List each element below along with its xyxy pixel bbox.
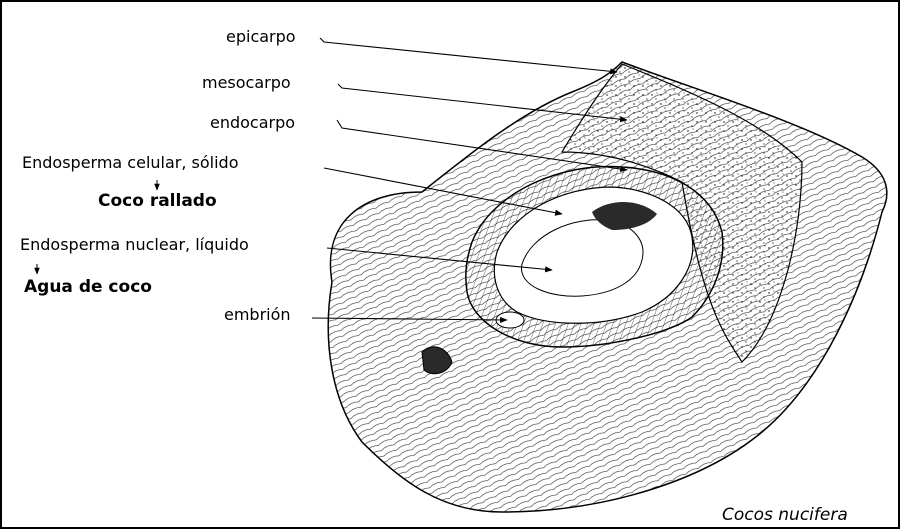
label-endocarpo: endocarpo (210, 114, 295, 132)
label-mesocarpo: mesocarpo (202, 74, 291, 92)
label-epicarpo: epicarpo (226, 28, 296, 46)
label-coco-rallado: Coco rallado (98, 192, 217, 210)
label-endosperma-nuclear: Endosperma nuclear, líquido (20, 236, 249, 254)
species-name: Cocos nucifera (722, 506, 848, 524)
label-embrion: embrión (224, 306, 291, 324)
label-agua-de-coco: Agua de coco (24, 278, 152, 296)
label-endosperma-celular: Endosperma celular, sólido (22, 154, 239, 172)
